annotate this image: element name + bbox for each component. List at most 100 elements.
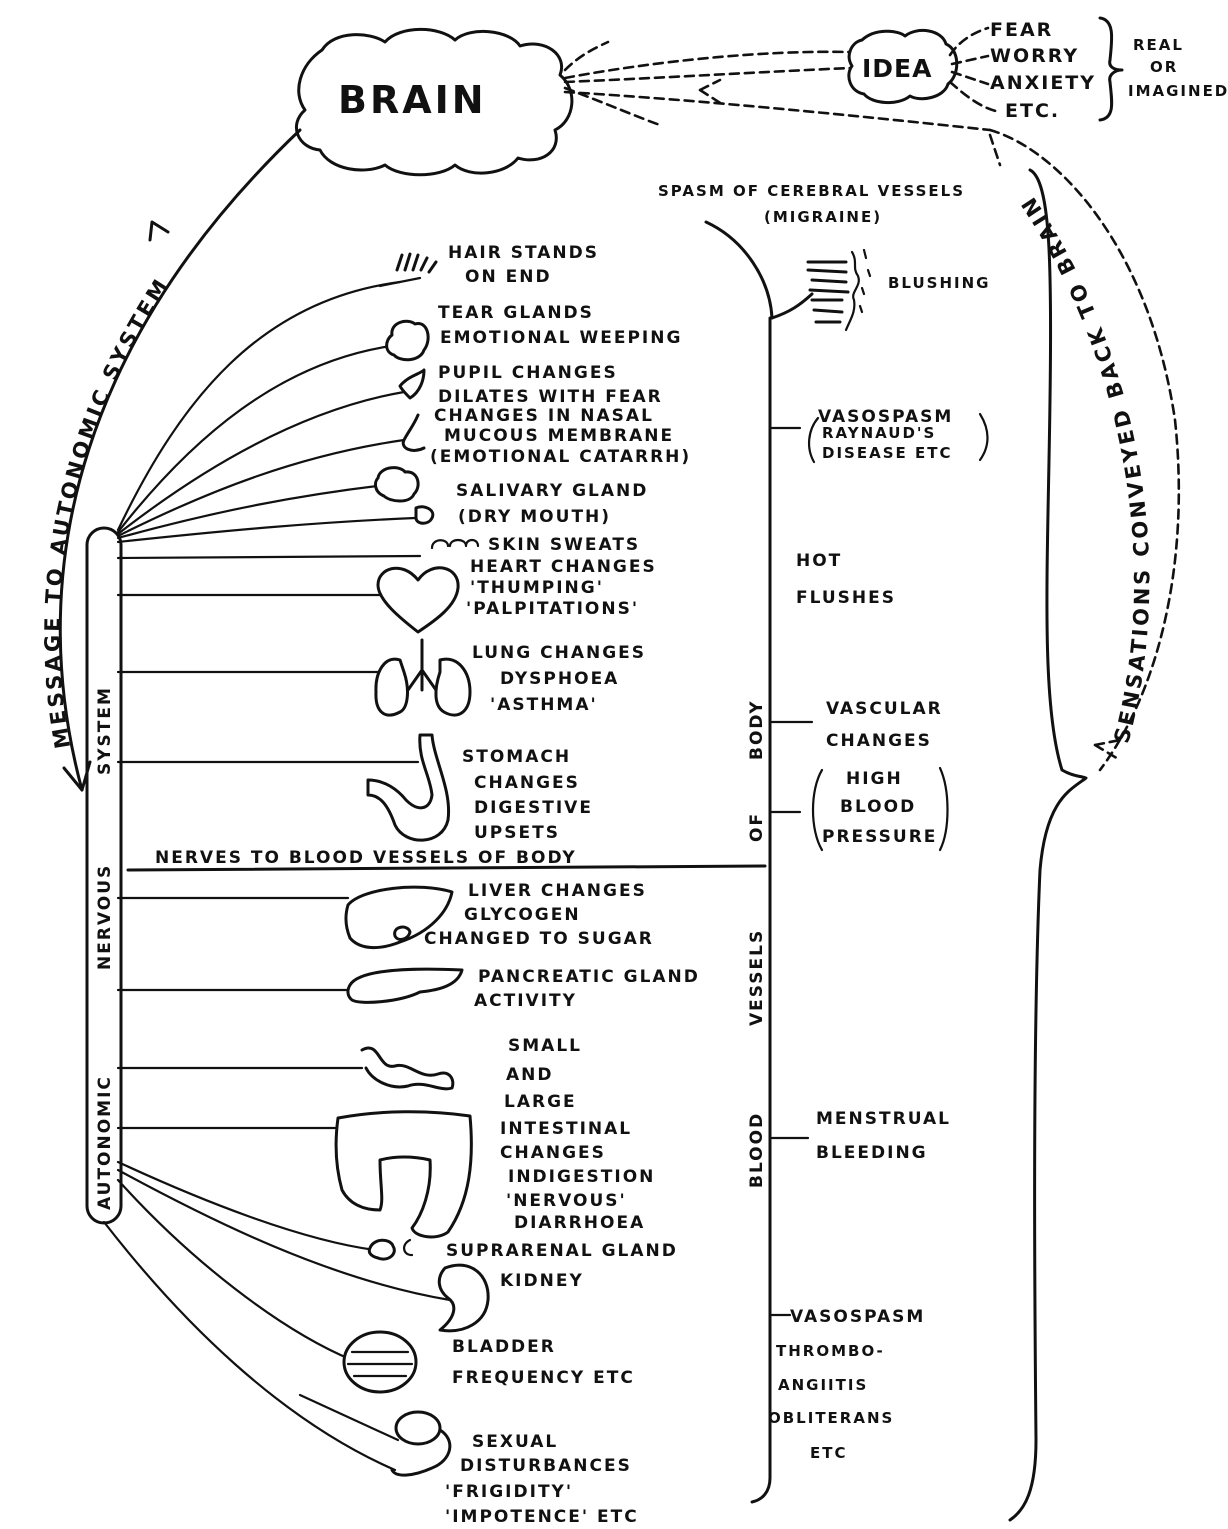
sexual-label-3: 'FRIGIDITY' [445,1482,573,1502]
message-path-label: MESSAGE TO AUTONOMIC SYSTEM [40,273,174,750]
hair-label-2: ON END [465,267,552,287]
menstrual-label-1: MENSTRUAL [816,1109,951,1129]
stomach-label-4: UPSETS [474,823,560,843]
kidney-icon [439,1265,488,1331]
message-path: MESSAGE TO AUTONOMIC SYSTEM [40,130,300,790]
salivary-label-2: (DRY MOUTH) [458,507,611,527]
kidney-label: KIDNEY [500,1271,584,1291]
flushes-label: FLUSHES [796,588,896,608]
hot-label: HOT [796,551,842,571]
stomach-label-3: DIGESTIVE [474,798,593,818]
brain-label: BRAIN [338,78,487,122]
intestine-label-3: LARGE [504,1092,577,1112]
vessels-word-vessels: VESSELS [747,929,767,1026]
high-bp-label-1: HIGH [846,769,903,789]
vascular-changes-label-1: VASCULAR [826,699,943,719]
nerves-to-vessels-label: NERVES TO BLOOD VESSELS OF BODY [155,848,577,868]
tear-label-1: TEAR GLANDS [438,303,594,323]
emotions-group: FEAR WORRY ANXIETY ETC. REAL OR IMAGINED [950,18,1228,122]
liver-label-3: CHANGED TO SUGAR [424,929,654,949]
sexual-label-2: DISTURBANCES [460,1456,632,1476]
lungs-icon [376,640,470,715]
emotion-worry: WORRY [990,45,1079,67]
lung-label-3: 'ASTHMA' [490,695,598,715]
pancreas-label-1: PANCREATIC GLAND [478,967,700,987]
sexual-label-4: 'IMPOTENCE' ETC [445,1507,639,1527]
or-label: OR [1150,58,1178,76]
tear-gland-icon [387,321,428,359]
autonomic-column: AUTONOMIC NERVOUS SYSTEM [87,528,121,1223]
blushing-label: BLUSHING [888,274,990,292]
high-bp-label-3: PRESSURE [822,827,937,847]
ans-word-nervous: NERVOUS [95,864,115,970]
lung-label-2: DYSPHOEA [500,669,619,689]
real-label: REAL [1133,36,1184,54]
sweat-gland-icon [432,540,478,548]
skin-label: SKIN SWEATS [488,535,640,555]
hair-icon [380,254,436,286]
pancreas-icon [348,969,462,1002]
imagined-label: IMAGINED [1128,82,1228,100]
sensations-path-label: SENSATIONS CONVEYED BACK TO BRAIN [1015,191,1154,746]
brain-node: BRAIN [296,29,571,174]
stomach-icon [368,735,449,840]
vasospasm-label-2: RAYNAUD'S [822,424,936,442]
bladder-icon [344,1332,416,1392]
suprarenal-label: SUPRARENAL GLAND [446,1241,678,1261]
reproductive-organ-icon [300,1395,450,1475]
intestine-label-6: INDIGESTION [508,1167,655,1187]
heart-label-3: 'PALPITATIONS' [466,599,639,619]
vessels-word-blood: BLOOD [747,1112,767,1188]
idea-node: IDEA [849,30,957,102]
large-intestine-icon [336,1112,471,1237]
thrombo-label-5: ETC [810,1444,848,1462]
emotion-fear: FEAR [990,19,1053,41]
emotion-anxiety: ANXIETY [990,72,1096,94]
vascular-labels: SPASM OF CEREBRAL VESSELS (MIGRAINE) BLU… [658,182,990,1462]
thrombo-label-4: OBLITERANS [768,1409,894,1427]
cerebral-label-2: (MIGRAINE) [764,208,882,226]
nasal-label-1: CHANGES IN NASAL [434,406,654,426]
vessels-word-of: OF [747,812,767,842]
intestine-label-1: SMALL [508,1036,582,1056]
salivary-label-1: SALIVARY GLAND [456,481,648,501]
heart-label-2: 'THUMPING' [470,578,604,598]
eye-icon [400,370,424,398]
stomach-label-2: CHANGES [474,773,580,793]
bladder-label-2: FREQUENCY ETC [452,1368,635,1388]
intestine-label-8: DIARRHOEA [514,1213,645,1233]
intestine-label-2: AND [506,1065,554,1085]
heart-label-1: HEART CHANGES [470,557,657,577]
ans-word-system: SYSTEM [95,686,115,775]
blushing-face-icon [808,250,870,330]
cerebral-label-1: SPASM OF CEREBRAL VESSELS [658,182,965,200]
liver-label-1: LIVER CHANGES [468,881,647,901]
stomach-label-1: STOMACH [462,747,571,767]
idea-label: IDEA [862,54,932,83]
nose-icon [403,415,424,450]
intestine-label-7: 'NERVOUS' [506,1191,627,1211]
menstrual-label-2: BLEEDING [816,1143,928,1163]
thrombo-label-2: THROMBO- [776,1342,885,1360]
small-intestine-icon [362,1048,453,1089]
thrombo-label-3: ANGIITIS [778,1376,868,1394]
nasal-label-3: (EMOTIONAL CATARRH) [430,447,691,467]
right-brace [1010,170,1086,1520]
heart-icon [378,568,458,632]
hair-label-1: HAIR STANDS [448,243,599,263]
vascular-changes-label-2: CHANGES [826,731,932,751]
vessels-word-body: BODY [747,699,767,760]
salivary-gland-icon [376,468,433,524]
bladder-label-1: BLADDER [452,1337,556,1357]
nerve-branches [104,282,450,1470]
suprarenal-gland-icon [369,1240,412,1259]
pancreas-label-2: ACTIVITY [474,991,577,1011]
nasal-label-2: MUCOUS MEMBRANE [444,426,674,446]
liver-label-2: GLYCOGEN [464,905,581,925]
ans-word-autonomic: AUTONOMIC [95,1075,115,1210]
organ-labels: HAIR STANDS ON END TEAR GLANDS EMOTIONAL… [424,243,700,1527]
pupil-label-1: PUPIL CHANGES [438,363,618,383]
intestine-label-5: CHANGES [500,1143,606,1163]
tear-label-2: EMOTIONAL WEEPING [440,328,682,348]
